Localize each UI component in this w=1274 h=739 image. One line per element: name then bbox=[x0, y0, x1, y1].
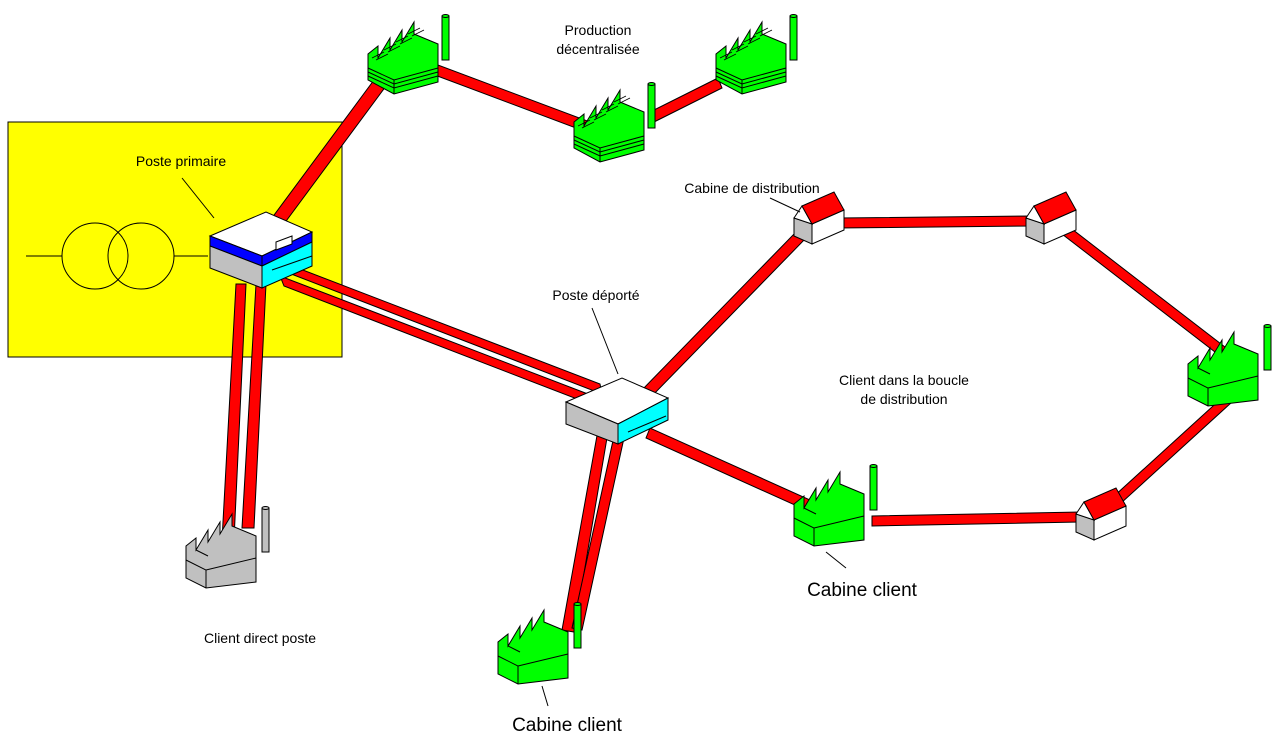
factory-icon bbox=[573, 82, 656, 163]
cable-ring-bottom bbox=[871, 511, 1081, 527]
factory-icon bbox=[715, 14, 798, 95]
poste-primaire-icon bbox=[208, 211, 314, 289]
cable-production-2-3 bbox=[649, 77, 723, 123]
label-production-line2: décentralisée bbox=[556, 41, 639, 57]
factory-icon bbox=[793, 464, 878, 547]
cable-deporte-cabine bbox=[639, 231, 807, 399]
label-client-boucle-line1: Client dans la boucle bbox=[839, 372, 969, 388]
house-icon bbox=[1075, 487, 1127, 541]
transformer-symbol-icon bbox=[26, 222, 208, 290]
label-production-line1: Production bbox=[565, 22, 632, 38]
factory-icon bbox=[367, 14, 450, 95]
label-cabine-client-right: Cabine client bbox=[807, 580, 918, 601]
house-icon bbox=[793, 191, 845, 245]
cable-ring-top bbox=[837, 215, 1035, 229]
substation-box-icon bbox=[564, 377, 670, 445]
cable-deporte-cabine-client bbox=[645, 427, 811, 511]
cable-ring-upper-right bbox=[1061, 225, 1235, 363]
cables bbox=[221, 61, 1235, 633]
label-client-boucle-line2: de distribution bbox=[860, 391, 947, 407]
leader-lines bbox=[181, 177, 847, 707]
label-cabine-client-bottom: Cabine client bbox=[512, 715, 623, 736]
cable-ring-lower-right bbox=[1111, 395, 1233, 505]
label-client-direct: Client direct poste bbox=[204, 630, 316, 646]
label-poste-deporte: Poste déporté bbox=[552, 287, 639, 303]
label-poste-primaire: Poste primaire bbox=[136, 153, 226, 169]
label-cabine-distribution: Cabine de distribution bbox=[684, 180, 819, 196]
